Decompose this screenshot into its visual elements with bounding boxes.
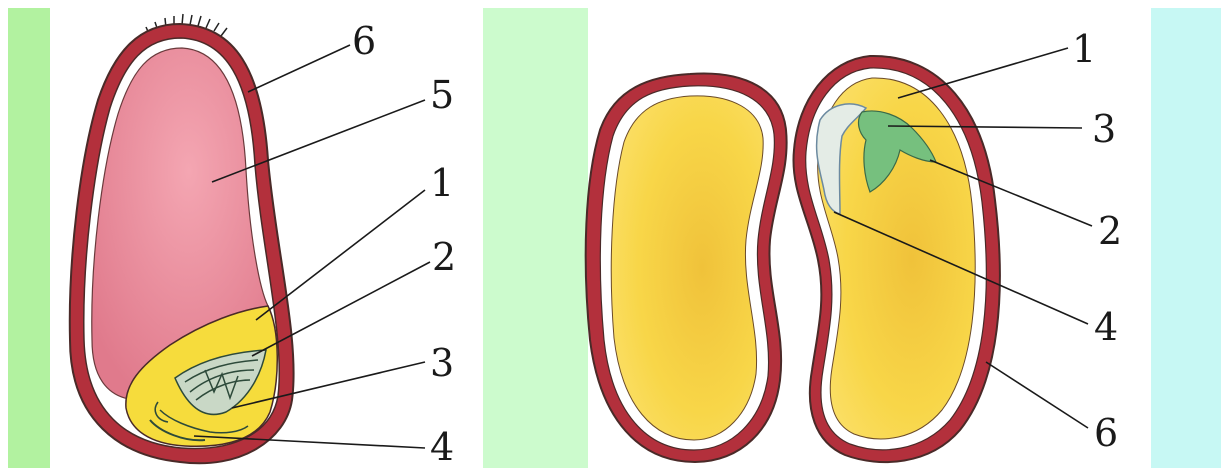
grain-label-3: 3 <box>430 341 454 385</box>
grain-leader-6 <box>248 45 350 92</box>
bean-label-6: 6 <box>1094 411 1118 455</box>
bean-left-cotyledon <box>611 96 763 440</box>
bean-leader-6 <box>986 362 1088 428</box>
bean-seed-diagram: 1 3 2 4 6 <box>586 27 1123 462</box>
grain-label-1: 1 <box>430 161 454 205</box>
bean-label-2: 2 <box>1098 209 1122 253</box>
grain-label-2: 2 <box>432 235 456 279</box>
grain-seed-diagram: 6 5 1 2 3 4 <box>70 14 456 468</box>
grain-label-4: 4 <box>430 425 454 468</box>
grain-label-6: 6 <box>352 19 376 63</box>
bean-label-1: 1 <box>1072 27 1096 71</box>
grain-label-5: 5 <box>430 73 454 117</box>
bean-label-4: 4 <box>1094 305 1118 349</box>
bean-label-3: 3 <box>1092 107 1116 151</box>
